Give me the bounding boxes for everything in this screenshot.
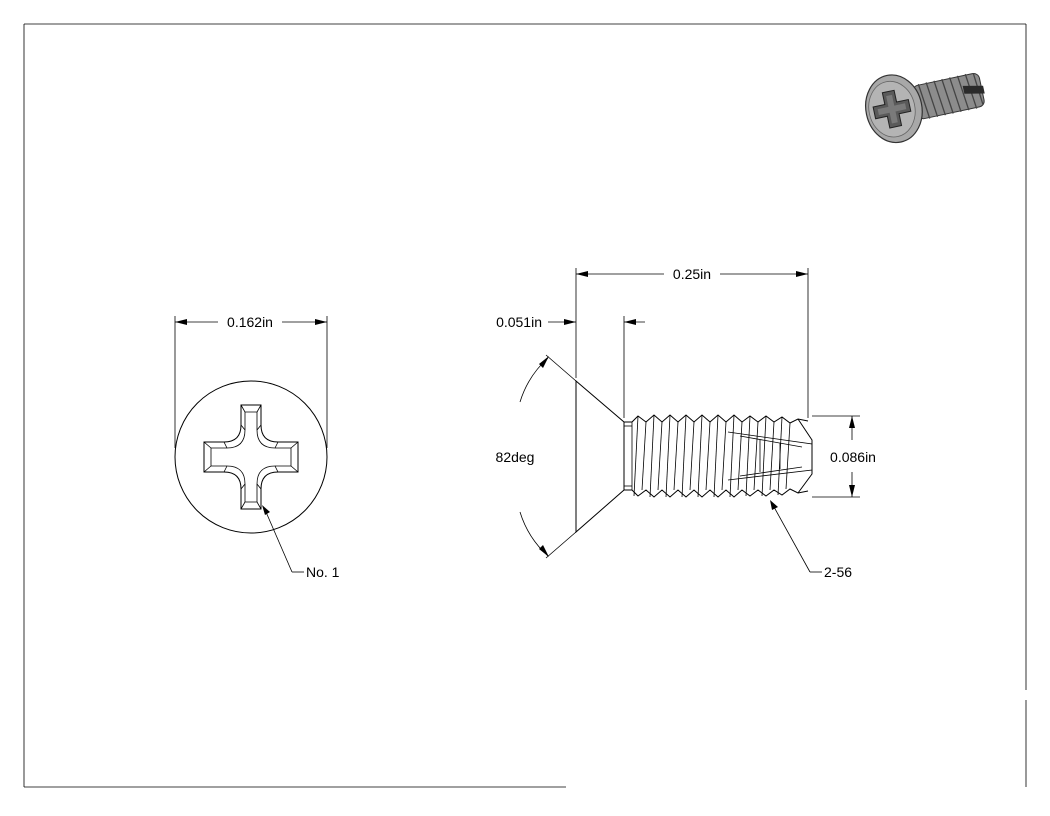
dimension-thread-diameter: 0.086in [812, 415, 876, 498]
screw-render-icon [865, 73, 985, 144]
head-view [174, 380, 328, 534]
dimension-head-angle: 82deg [496, 354, 577, 559]
head-angle-label: 82deg [496, 449, 535, 465]
thread-diameter-label: 0.086in [830, 449, 876, 465]
drive-size-label: No. 1 [306, 564, 340, 580]
dimension-head-height: 0.051in [496, 314, 645, 418]
head-diameter-label: 0.162in [227, 314, 273, 330]
thread-lines [633, 414, 791, 498]
head-height-label: 0.051in [496, 314, 542, 330]
dimension-length: 0.25in [575, 266, 809, 418]
thread-callout: 2-56 [770, 500, 852, 580]
thread-spec-label: 2-56 [824, 564, 852, 580]
drive-recess-outline [203, 404, 299, 510]
length-label: 0.25in [673, 266, 711, 282]
side-view [575, 379, 813, 534]
drive-callout: No. 1 [262, 505, 340, 580]
screw-head-profile [575, 379, 625, 534]
dimension-head-diameter: 0.162in [174, 314, 328, 448]
sheet-border [23, 23, 1027, 788]
